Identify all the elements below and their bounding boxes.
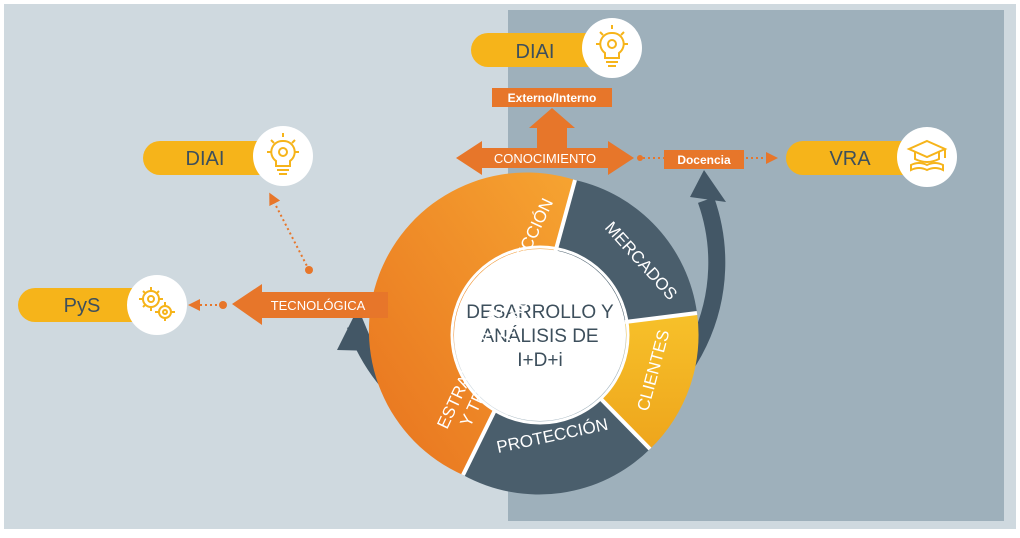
technological-arrow: TECNOLÓGICA [232,284,388,325]
cycle-arrow-tail-head [690,170,726,202]
vra-label: VRA [829,148,871,170]
ring-segment-markets [555,180,697,322]
vra-pill: VRA [786,127,957,187]
pys-pill: PyS [18,275,187,335]
external-internal-tag [492,88,612,107]
lightbulb-gear-icon-glyph [596,25,628,67]
external-internal-label: Externo/Interno [508,91,597,105]
center-line-1: DESARROLLO Y [466,302,614,323]
center-line-3: I+D+i [517,350,562,371]
gears-icon-glyph [139,287,175,321]
diai-top-label: DIAI [516,41,555,63]
cycle-arrow-head [337,308,376,351]
diai-top-pill: DIAI [471,18,642,78]
diai-left-pill: DIAI [143,126,313,186]
docencia-tag [664,150,744,169]
ring-diagram [368,172,699,495]
up-arrow [529,108,575,148]
center-circle [454,249,626,421]
knowledge-label: CONOCIMIENTO [494,151,596,166]
docencia-label: Docencia [677,153,731,167]
center-label: DESARROLLO Y ANÁLISIS DE I+D+i [466,302,614,371]
technological-label: TECNOLÓGICA [271,298,366,313]
ring-segment-clients [600,313,699,449]
ring-segment-protection [463,398,650,495]
pys-label: PyS [64,295,101,317]
diai-left-label: DIAI [186,148,225,170]
graduation-cap-icon-glyph [906,139,948,172]
center-line-2: ANÁLISIS DE [481,326,598,347]
diai-left-dotted-link [269,192,310,271]
lightbulb-gear-icon-glyph [267,133,299,175]
knowledge-arrow: CONOCIMIENTO [456,108,634,175]
